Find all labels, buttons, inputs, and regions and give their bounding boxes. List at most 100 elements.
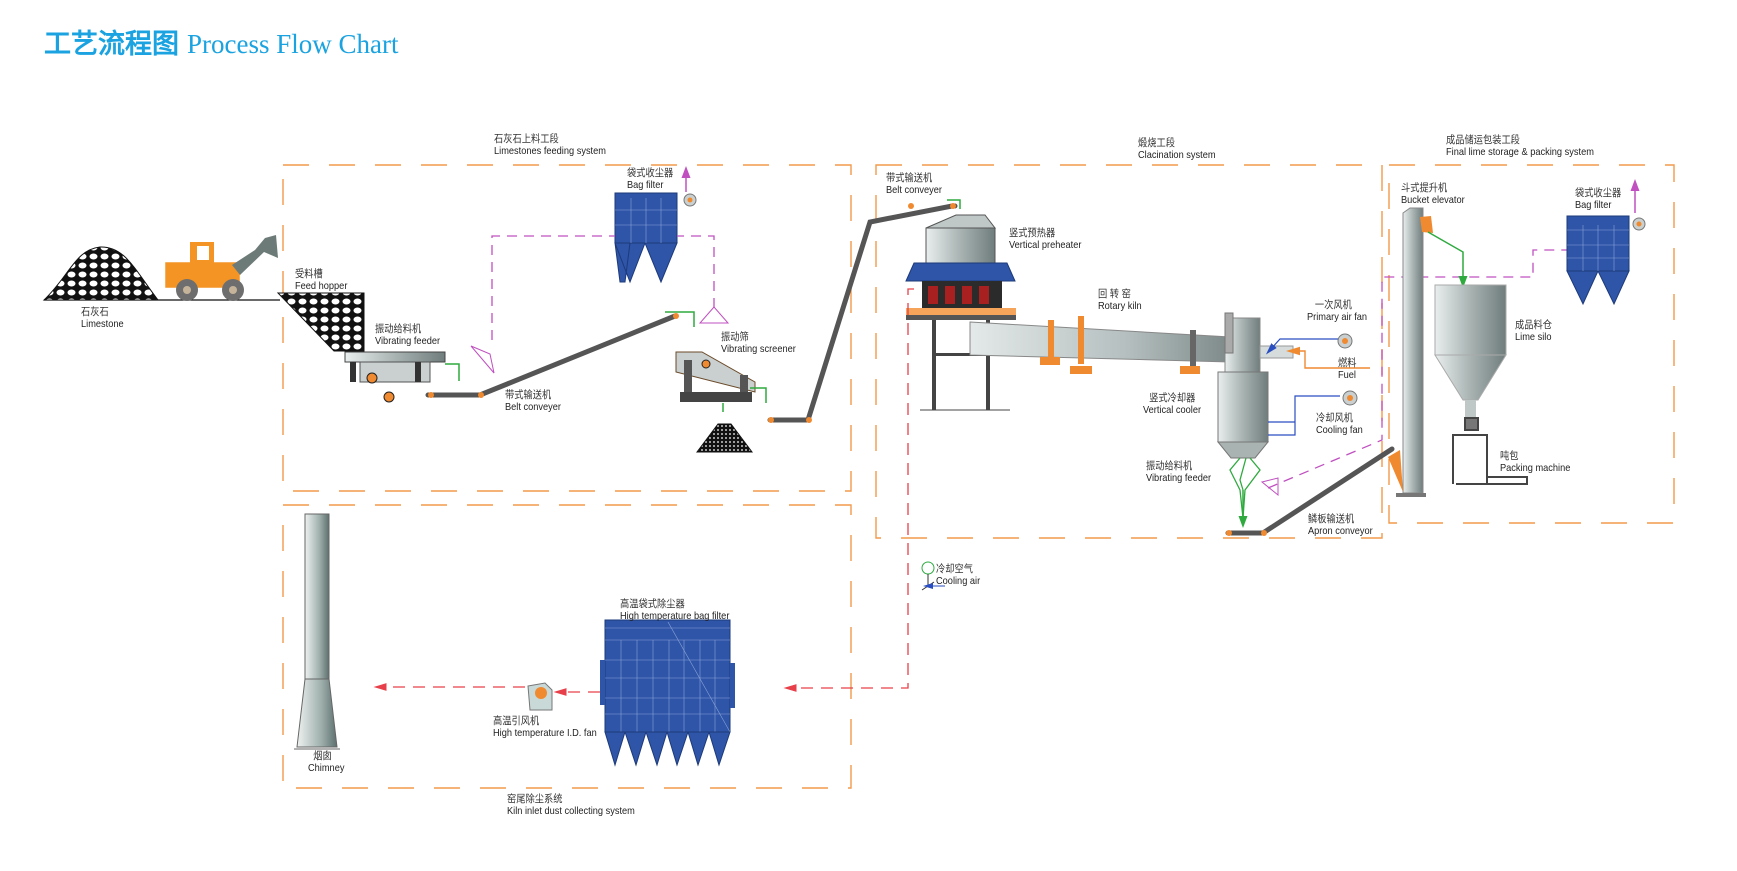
cooling-air-line [1268,395,1340,436]
cooling-fan-en: Cooling fan [1316,424,1363,436]
feed-hopper-zh: 受料槽 [295,268,323,280]
section-calcination-en: Clacination system [1138,149,1216,161]
rotary-kiln-en: Rotary kiln [1098,300,1142,312]
vibrating-feeder-1-en: Vibrating feeder [375,335,441,347]
vertical-preheater [905,214,1016,411]
bag-filter-2-zh: 袋式收尘器 [1575,187,1622,199]
primary-air-line [1265,338,1340,355]
belt-conveyor-2-zh: 带式输送机 [886,172,933,184]
wheel-loader [164,235,278,301]
belt1-pulley-left [428,392,434,398]
fuel-zh: 燃料 [1338,357,1357,369]
bucket-elevator-zh: 斗式提升机 [1401,182,1448,194]
apron-conveyor-en: Apron conveyor [1308,525,1373,537]
lime-silo-zh: 成品料仓 [1515,319,1552,331]
limestone-en: Limestone [81,318,124,330]
section-dust-border [282,504,852,789]
belt2-discharge-arrow [947,199,961,209]
vertical-cooler-zh: 竖式冷却器 [1149,392,1196,404]
page-title: 工艺流程图 Process Flow Chart [44,22,399,61]
primary-air-fan-en: Primary air fan [1307,311,1368,323]
cooling-air-en: Cooling air [936,575,981,587]
cooler-discharge-chutes [1229,457,1261,519]
section-dust-zh: 窑尾除尘系统 [507,793,563,805]
bag-filter-1-zh: 袋式收尘器 [627,167,674,179]
fuel-line [1286,346,1370,369]
section-storage-en: Final lime storage & packing system [1446,146,1594,158]
packing-machine [1452,417,1528,485]
vertical-preheater-zh: 竖式预热器 [1009,227,1056,239]
cooling-air-valve [921,561,945,591]
bag-filter-2-en: Bag filter [1575,199,1612,211]
belt1-pulley-head [673,313,679,319]
bag-filter-1-en: Bag filter [627,179,664,191]
cooling-air-zh: 冷却空气 [936,563,973,575]
vertical-preheater-en: Vertical preheater [1009,239,1082,251]
ht-bag-filter-zh: 高温袋式除尘器 [620,598,685,610]
belt2-pulley-tail [768,417,774,423]
rotary-kiln [969,316,1231,374]
ht-id-fan-zh: 高温引风机 [493,715,540,727]
primary-air-fan-zh: 一次风机 [1314,299,1352,311]
lime-silo [1434,284,1507,420]
fuel-en: Fuel [1338,369,1356,381]
dust-hood-cooler [1260,477,1279,497]
feeder1-discharge-arrow [445,363,460,381]
vibrating-feeder-2-en: Vibrating feeder [1146,472,1212,484]
chimney-en: Chimney [308,762,345,774]
ht-bag-filter [600,619,735,767]
vibrating-feeder-1 [344,351,446,403]
cooling-fan-zh: 冷却风机 [1316,412,1353,424]
screener-discharge-arrow [750,387,767,403]
dust-hood-screener [698,306,730,324]
section-feeding-en: Limestones feeding system [494,145,606,157]
belt-conveyor-1 [425,313,678,398]
section-dust-en: Kiln inlet dust collecting system [507,805,635,817]
belt2-pulley-bend [806,417,812,423]
primary-air-fan [1337,333,1353,349]
limestone-pile [42,246,160,301]
bucket-elevator-en: Bucket elevator [1401,194,1465,206]
vibrating-screener-en: Vibrating screener [721,343,796,355]
section-calcination-zh: 煅烧工段 [1138,137,1175,149]
dust-line-cooler-to-filter2 [1267,249,1571,489]
bag-filter-1 [614,192,697,284]
lime-silo-en: Lime silo [1515,331,1552,343]
title-zh: 工艺流程图 [44,29,179,59]
dust-hood-feeder [470,345,495,374]
bag-filter-2 [1566,215,1646,306]
elevator-to-silo-arrow [1427,231,1468,288]
hot-gas-line [783,288,914,692]
belt-conveyor-2-en: Belt conveyer [886,184,942,196]
belt1-pulley-mid [478,392,484,398]
apron-pulley-bend [1261,530,1267,536]
vertical-cooler [1216,312,1294,459]
apron-conveyor-zh: 鳞板输送机 [1308,513,1355,525]
title-en: Process Flow Chart [187,29,399,59]
ht-id-fan [527,682,553,711]
